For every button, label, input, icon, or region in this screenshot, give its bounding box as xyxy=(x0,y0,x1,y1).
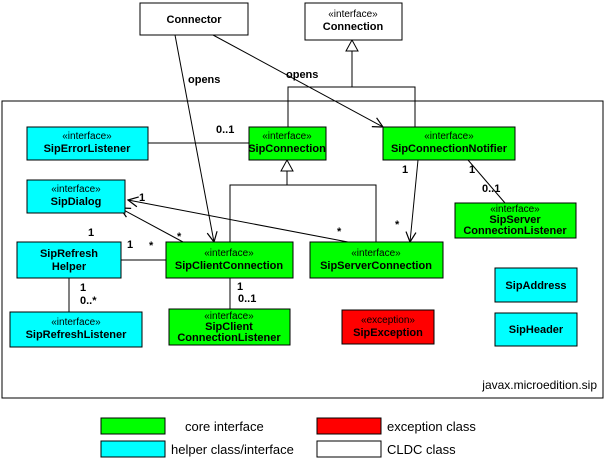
svg-text:Connector: Connector xyxy=(167,14,223,26)
edge-server-to-sipconnection xyxy=(287,184,377,242)
mult-client-listener-far: 0..1 xyxy=(238,293,256,305)
mult-helper-refresh-far: 0..* xyxy=(80,295,97,307)
mult-client-near-helper: * xyxy=(149,240,154,252)
box-sip-dialog[interactable]: «interface» SipDialog xyxy=(26,179,126,214)
box-sip-refresh-listener[interactable]: «interface» SipRefreshListener xyxy=(9,311,143,348)
box-connection[interactable]: «interface» Connection xyxy=(304,2,403,41)
svg-text:helper class/interface: helper class/interface xyxy=(171,442,294,457)
svg-text:ConnectionListener: ConnectionListener xyxy=(177,332,281,344)
svg-text:SipClientConnection: SipClientConnection xyxy=(175,260,283,272)
mult-errorlistener-connection: 0..1 xyxy=(216,124,234,136)
svg-text:«interface»: «interface» xyxy=(262,131,312,142)
edge-client-to-sipconnection xyxy=(229,184,287,242)
svg-text:SipRefreshListener: SipRefreshListener xyxy=(26,329,128,341)
edge-client-to-dialog xyxy=(120,208,184,243)
label-opens-left: opens xyxy=(188,74,220,86)
svg-text:«interface»: «interface» xyxy=(51,184,101,195)
connector-lines xyxy=(68,34,506,312)
mult-helper-refresh-near: 1 xyxy=(80,282,86,294)
mult-helper-near-client: 1 xyxy=(127,239,133,251)
mult-client-listener-near: 1 xyxy=(237,281,243,293)
mult-dialog-near-server: 1 xyxy=(139,192,145,204)
label-opens-right: opens xyxy=(286,69,318,81)
mult-notifier-server-near: 1 xyxy=(402,164,408,176)
edge-sipconnection-to-connection xyxy=(287,86,352,127)
svg-text:SipServer: SipServer xyxy=(489,214,541,226)
box-sip-server-connection-listener[interactable]: «interface» SipServer ConnectionListener xyxy=(454,202,577,239)
svg-text:SipAddress: SipAddress xyxy=(505,280,566,292)
svg-text:«interface»: «interface» xyxy=(204,311,254,322)
box-connector[interactable]: Connector xyxy=(139,2,249,36)
svg-text:Connection: Connection xyxy=(323,21,384,33)
box-sip-error-listener[interactable]: «interface» SipErrorListener xyxy=(26,126,149,161)
edge-notifier-to-server-listener xyxy=(467,159,506,204)
svg-text:«interface»: «interface» xyxy=(424,131,474,142)
svg-text:«interface»: «interface» xyxy=(204,248,254,259)
legend-helper: helper class/interface xyxy=(100,440,294,458)
box-sip-address[interactable]: SipAddress xyxy=(494,267,578,303)
box-sip-exception[interactable]: «exception» SipException xyxy=(341,309,435,345)
svg-text:SipClient: SipClient xyxy=(205,321,253,333)
box-sip-client-connection[interactable]: «interface» SipClientConnection xyxy=(165,241,294,279)
svg-text:SipConnectionNotifier: SipConnectionNotifier xyxy=(391,143,508,155)
box-sip-connection-notifier[interactable]: «interface» SipConnectionNotifier xyxy=(382,126,516,161)
edge-notifier-to-server xyxy=(410,159,419,242)
mult-dialog-near-client: 1 xyxy=(88,227,94,239)
legend-exception: exception class xyxy=(316,417,476,435)
edge-connector-opens-notifier xyxy=(212,34,383,127)
svg-text:«interface»: «interface» xyxy=(328,9,378,20)
svg-text:SipException: SipException xyxy=(353,327,423,339)
mult-notifier-listener-near: 1 xyxy=(469,164,475,176)
box-sip-header[interactable]: SipHeader xyxy=(494,312,578,347)
svg-text:«exception»: «exception» xyxy=(361,315,415,326)
svg-text:CLDC class: CLDC class xyxy=(387,442,456,457)
svg-text:SipDialog: SipDialog xyxy=(51,196,102,208)
svg-text:SipRefresh: SipRefresh xyxy=(40,248,98,260)
mult-client-far-dialog: * xyxy=(177,231,182,243)
svg-text:«interface»: «interface» xyxy=(490,204,540,215)
svg-text:«interface»: «interface» xyxy=(62,131,112,142)
svg-text:ConnectionListener: ConnectionListener xyxy=(463,225,567,237)
mult-notifier-listener-far: 0..1 xyxy=(482,183,500,195)
svg-text:SipErrorListener: SipErrorListener xyxy=(44,143,132,155)
package-name: javax.microedition.sip xyxy=(481,378,597,392)
legend-cldc: CLDC class xyxy=(316,440,456,458)
edge-server-to-dialog xyxy=(128,200,349,243)
box-sip-server-connection[interactable]: «interface» SipServerConnection xyxy=(309,241,444,279)
svg-text:core interface: core interface xyxy=(185,419,264,434)
svg-text:Helper: Helper xyxy=(52,261,87,273)
legend: core interface exception class helper cl… xyxy=(100,417,476,458)
svg-text:«interface»: «interface» xyxy=(51,317,101,328)
svg-text:exception class: exception class xyxy=(387,419,476,434)
box-sip-connection[interactable]: «interface» SipConnection xyxy=(248,126,327,161)
svg-text:«interface»: «interface» xyxy=(351,248,401,259)
legend-core: core interface xyxy=(100,417,264,435)
box-sip-refresh-helper[interactable]: SipRefresh Helper xyxy=(16,241,122,279)
mult-server-far-dialog: * xyxy=(337,226,342,238)
edge-notifier-to-connection xyxy=(352,86,416,127)
svg-text:SipHeader: SipHeader xyxy=(509,324,564,336)
box-sip-client-connection-listener[interactable]: «interface» SipClient ConnectionListener xyxy=(168,308,291,346)
svg-text:SipServerConnection: SipServerConnection xyxy=(320,260,432,272)
mult-notifier-server-far: * xyxy=(395,219,400,231)
svg-text:SipConnection: SipConnection xyxy=(248,143,326,155)
edge-connector-opens-client xyxy=(174,34,214,242)
